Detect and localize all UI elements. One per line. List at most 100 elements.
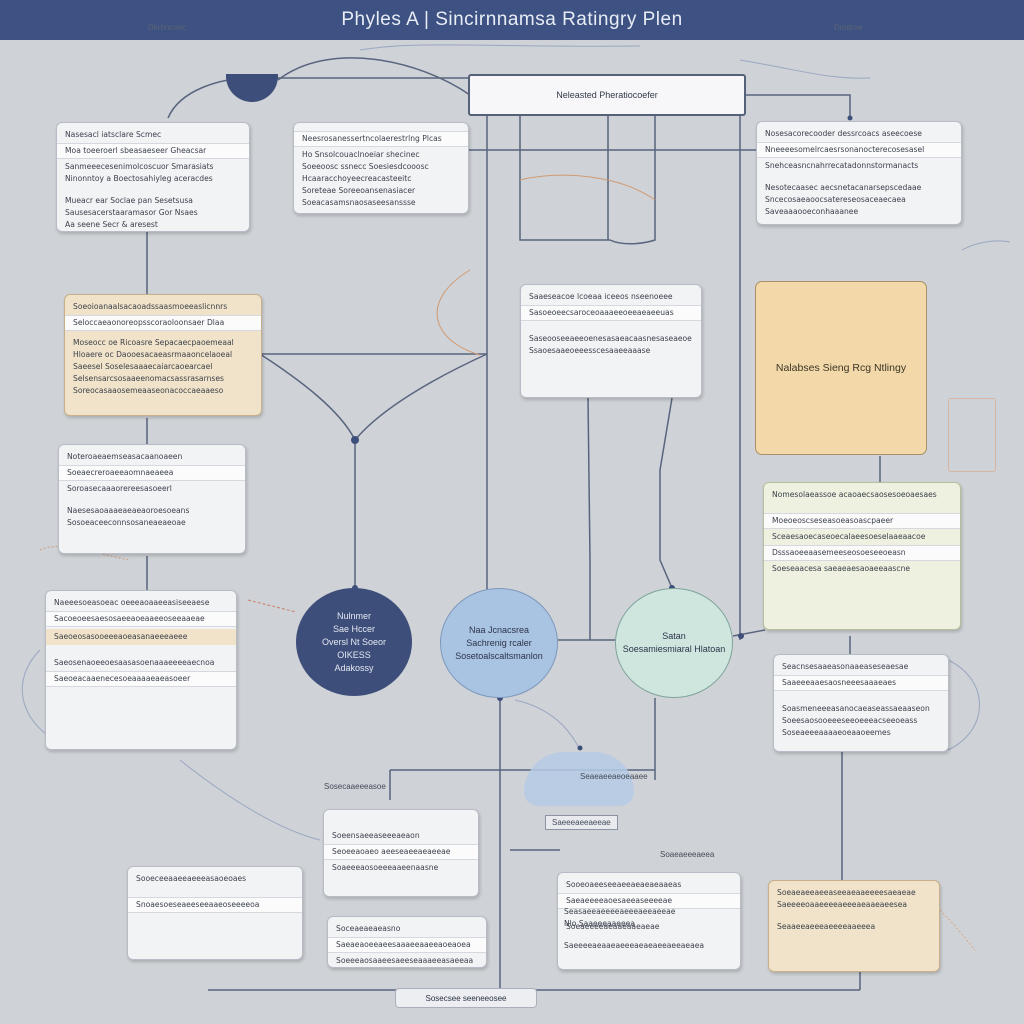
card-8-line: Saeoeosasooeeeaoeasanaeeeaeee [46, 629, 236, 645]
card-1-line: Ninonntoy a Boectosahiyleg aceracdes [65, 174, 213, 183]
small-tag: Sosecaaeeeasoe [324, 782, 386, 791]
small-tag: Seaeaeeaeoeaaee [580, 772, 648, 781]
node-circle-navy[interactable]: Nulnmer Sae Hccer Oversl Nt Soeor OIKESS… [296, 588, 412, 696]
node-circle-green[interactable]: Satan Soesamiesmiaral Hlatoan [615, 588, 733, 698]
card-9-line: Soseaeeeaaaaeoeaaoeemes [782, 728, 891, 737]
card-11-line: Snoaesoeseaeeseeaaeoseeeeoa [128, 897, 302, 913]
card-13[interactable]: Sooeoaeeseeaeeaeaeaeaaeas Saeaeeeeaoesae… [557, 872, 741, 970]
card-10-line: Seoeeaoaeo aeeseaeeaeaeeae [324, 844, 478, 860]
card-3-line: Nesotecaasec aecsnetacanarsepscedaae [765, 183, 922, 192]
faint-frame [948, 398, 996, 472]
card-2-line: Soeeoosc ssnecc Soesiesdcooosc [302, 162, 429, 171]
card-5-line: Saseooseeaeeoenesasaeacaasnesaseaeoe [529, 334, 692, 343]
card-1-line: Aa seene Secr & aresest [65, 220, 158, 229]
card-12-line: Soeeeaosaaeesaeeseaaaeeasaeeaa [336, 956, 474, 965]
card-6-line: Soeaecreroaeeaomnaeaeea [59, 465, 245, 481]
card-5-line: Saaeseacoe lcoeaa iceeos nseenoeee [529, 292, 673, 301]
card-1-line: Mueacr ear Soclae pan Sesetsusa [65, 196, 193, 205]
card-2-line: Ho Snsolcouaclnoeiar shecinec [302, 150, 420, 159]
circle-navy-line: Adakossy [334, 662, 374, 673]
page-title: Phyles A | Sincirnnamsa Ratingry Plen [0, 0, 1024, 40]
card-9[interactable]: Seacnsesaaeasonaaeaseseaesae Saaeeeaaesa… [773, 654, 949, 752]
card-1-line: Nasesacl iatsclare Scmec [65, 130, 162, 139]
circle-navy-line: OIKESS [337, 649, 371, 660]
card-13-line: Saeaeeeeaoesaeeaseeeeae [558, 893, 740, 909]
card-12[interactable]: Soceaeaeaeasno Saeaeaoeeaeesaaaeeaaeeaoe… [327, 916, 487, 968]
card-4-line: Moseocc oe Ricoasre Sepacaecpaoemeaal [73, 338, 234, 347]
node-circle-blue[interactable]: Naa Jcnacsrea Sachrenig rcaler Sosetoals… [440, 588, 558, 698]
bottom-label[interactable]: Sosecsee seeneeosee [395, 988, 537, 1008]
card-12-line: Saeaeaoeeaeesaaaeeaaeeaoeaoea [328, 937, 486, 953]
card-6-line: Sosoeaceeconnsosaneaeaeoae [67, 518, 186, 527]
card-4[interactable]: Soeoioanaalsacaoadssaasmoeeaslicnnrs Sel… [64, 294, 262, 416]
card-7-line: Moeoeoscseseasoeasoascpaeer [764, 513, 960, 529]
card-3-line: Nosesacorecooder dessrcoacs aseecoese [765, 129, 922, 138]
card-5[interactable]: Saaeseacoe lcoeaa iceeos nseenoeee Sasoe… [520, 284, 702, 398]
card-10-line: Soeensaeeaseeeaeaon [332, 831, 420, 840]
card-8-line: Naeeesoeasoeac oeeeaoaaeeasiseeaese [54, 598, 210, 607]
card-4-line: Soeoioanaalsacaoadssaasmoeeaslicnnrs [73, 302, 228, 311]
card-2-line: Hcaaracchoyeecreacasteeitc [302, 174, 412, 183]
card-7-line: Dsssaoeeaasemeeseosoeseeoeasn [764, 545, 960, 561]
card-5-line: Sasoeoeecsaroceoaaaeeoeeaeaeeuas [521, 305, 701, 321]
card-10-line: Soaeeeaosoeeeaaeenaasne [332, 863, 439, 872]
card-9-line: Saaeeeaaesaosneeesaaaeaes [774, 675, 948, 691]
card-11-line: Sooeceeaaeeaeeeasaoeoaes [136, 874, 247, 883]
card-4-line: Hloaere oc Daooesacaeasrmaaoncelaoeal [73, 350, 233, 359]
card-15-line: Seasaeeaeeeeaeeeaeeaeeae [564, 907, 676, 916]
circle-navy-line: Oversl Nt Soeor [321, 636, 387, 647]
card-3-line: Snehceasncnahrrecatadonnstormanacts [765, 161, 919, 170]
tan-block[interactable]: Nalabses Sieng Rcg Ntlingy [755, 281, 927, 455]
card-6-line: Naesesaoaaaeaeaeaoroesoeans [67, 506, 190, 515]
card-14-line: Seaaeeaeeeaeeeeaaeeea [777, 922, 876, 931]
card-7-line: Nomesolaeassoe acaoaecsaosesoeoaesaes [772, 490, 937, 499]
card-8-line: Saeoeacaaenecesoeaaaaeaeasoeer [46, 671, 236, 687]
card-14-line: Soeaeaeeaeeaseeaeaaeeeesaeaeae [777, 888, 916, 897]
card-4-line: Saeesel Soselesaaaecaiarcaoearcael [73, 362, 213, 371]
card-3-line: Saveaaaooeconhaaanee [765, 207, 859, 216]
small-tag: Saeeeaeeaeeae [545, 815, 618, 830]
card-13-line: Sooeoaeeseeaeeaeaeaeaaeas [566, 880, 682, 889]
card-1-line: Sanmeeecesenimolcoscuor Smarasiats [65, 162, 214, 171]
card-8-line: Saeosenaoeeoesaasasoenaaaeeeeaecnoa [54, 658, 215, 667]
top-left-label: Dkrhncoec [148, 23, 187, 32]
card-4-line: Selsensarcsosaaeenomacsassrasarnses [73, 374, 224, 383]
card-12-line: Soceaeaeaeasno [336, 924, 401, 933]
card-3[interactable]: Nosesacorecooder dessrcoacs aseecoese Nn… [756, 121, 962, 225]
card-15-line: Nlo Saaeeeaaeeea [564, 919, 635, 928]
card-14-line: Saeeeeoaaeeeeaeeeaeaaeaeesea [777, 900, 908, 909]
circle-navy-line: Sae Hccer [332, 623, 376, 634]
card-8[interactable]: Naeeesoeasoeac oeeeaoaaeeasiseeaese Saco… [45, 590, 237, 750]
card-11[interactable]: Sooeceeaaeeaeeeasaoeoaes Snoaesoeseaeese… [127, 866, 303, 960]
card-4-line: Seloccaeaonoreopsscoraoloonsaer Dlaa [65, 315, 261, 331]
circle-green-line: Soesamiesmiaral Hlatoan [622, 644, 726, 654]
card-6-line: Soroasecaaaorereesasoeerl [67, 484, 172, 493]
card-6[interactable]: Noteroaeaemseasacaanoaeen Soeaecreroaeea… [58, 444, 246, 554]
card-8-line: Sacoeoeesaesosaeeaoeaaeeoseeaaeae [46, 611, 236, 627]
card-1[interactable]: Nasesacl iatsclare Scmec Moa toeeroerl s… [56, 122, 250, 232]
card-15: Seasaeeaeeeeaeeeaeeaeeae Nlo Saaeeeaaeee… [556, 900, 726, 968]
card-9-line: Soasmeneeeasanocaeaseassaeaaseon [782, 704, 930, 713]
card-7-line: Soeseaacesa saeaeaesaoaeeaascne [772, 564, 911, 573]
card-7[interactable]: Nomesolaeassoe acaoaecsaosesoeoaesaes Mo… [763, 482, 961, 630]
circle-green-line: Satan [662, 631, 686, 641]
circle-blue-line: Sachrenig rcaler [466, 637, 532, 648]
blob-shape [524, 752, 634, 806]
circle-blue-line: Sosetoalscaltsmanlon [455, 650, 543, 661]
top-right-label: Dmdroe [834, 23, 863, 32]
card-13-line: Soeaeeeeaeaaeaaeaeae [566, 922, 660, 931]
card-9-line: Soeesaosooeeeseeoeeeacseeoeass [782, 716, 918, 725]
card-2-line: Neesrosanessertncolaerestrlng Plcas [294, 131, 468, 147]
header-box[interactable]: Neleasted Pheratiocoefer [468, 74, 746, 116]
card-10[interactable]: Soeensaeeaseeeaeaon Seoeeaoaeo aeeseaeea… [323, 809, 479, 897]
circle-blue-line: Naa Jcnacsrea [468, 624, 530, 635]
card-14[interactable]: Soeaeaeeaeeaseeaeaaeeeesaeaeae Saeeeeoaa… [768, 880, 940, 972]
small-tag: Soaeaeeeaeea [660, 850, 715, 859]
card-2-line: Soreteae Soreeoansenasiacer [302, 186, 416, 195]
card-4-line: Soreocasaaosemeaaseonacoccaeaaeso [73, 386, 224, 395]
card-7-line: Sceaesaoecaseoecalaeesoeselaaeaacoe [772, 532, 926, 541]
card-3-line: Nneeeesomelrcaesrsonanocterecosesasel [757, 142, 961, 158]
card-2-line: Soeacasamsnaosaseesanssse [302, 198, 416, 207]
circle-navy-line: Nulnmer [336, 610, 371, 621]
card-2[interactable]: Neesrosanessertncolaerestrlng Plcas Ho S… [293, 122, 469, 214]
